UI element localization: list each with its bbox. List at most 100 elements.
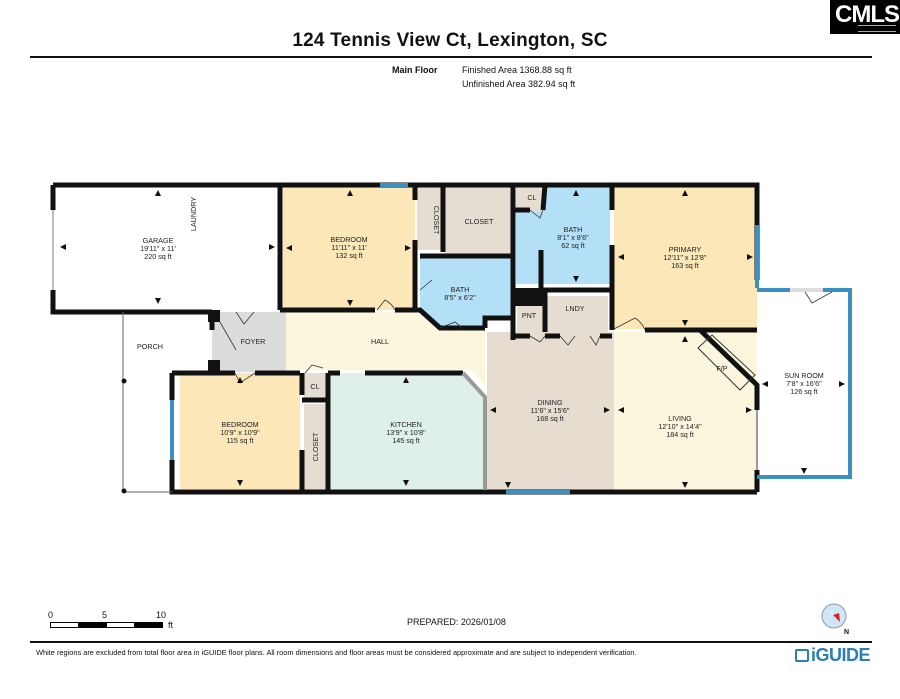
dining-area xyxy=(487,332,614,490)
closet-v1-area xyxy=(417,186,442,250)
svg-text:BATH: BATH xyxy=(451,285,470,294)
scale-bar: 0 5 10 ft xyxy=(48,610,188,635)
porch-outline xyxy=(122,312,172,493)
foyer-wall-block xyxy=(208,310,220,322)
closet-v2-label: CLOSET xyxy=(311,432,320,461)
svg-text:163 sq ft: 163 sq ft xyxy=(671,261,699,270)
living-label: LIVING 12'10" x 14'4" 184 sq ft xyxy=(658,414,702,439)
windows xyxy=(170,183,759,494)
sunroom-screens xyxy=(757,288,852,479)
unfinished-area: Unfinished Area 382.94 sq ft xyxy=(462,79,576,89)
svg-text:KITCHEN: KITCHEN xyxy=(390,420,422,429)
svg-text:12'10" x 14'4": 12'10" x 14'4" xyxy=(658,422,702,431)
svg-text:12'11" x 12'8": 12'11" x 12'8" xyxy=(664,253,707,262)
cl-top-label: CL xyxy=(527,193,536,202)
scale-unit: ft xyxy=(168,620,174,630)
cmls-logo: CMLS xyxy=(830,0,900,34)
svg-text:62 sq ft: 62 sq ft xyxy=(561,241,585,250)
svg-text:8'5" x 6'2": 8'5" x 6'2" xyxy=(444,293,476,302)
footer-divider xyxy=(30,641,872,643)
svg-text:115 sq ft: 115 sq ft xyxy=(226,436,253,445)
primary-label: PRIMARY 12'11" x 12'8" 163 sq ft xyxy=(664,245,707,270)
scale-label-5: 5 xyxy=(102,610,108,620)
logo-text: CMLS xyxy=(835,1,900,28)
svg-text:10'9" x 10'9": 10'9" x 10'9" xyxy=(220,428,260,437)
foyer-label: FOYER xyxy=(241,337,266,346)
core-wall-block xyxy=(513,288,545,306)
walls xyxy=(50,182,760,495)
bedroom2-area xyxy=(180,373,300,489)
closet-v2-area xyxy=(304,404,326,490)
svg-text:SUN ROOM: SUN ROOM xyxy=(784,371,824,380)
svg-text:184 sq ft: 184 sq ft xyxy=(666,430,694,439)
scale-segment xyxy=(50,622,79,628)
laundry-label: LAUNDRY xyxy=(189,197,198,231)
closet-v1-label: CLOSET xyxy=(432,206,441,235)
svg-text:19'11" x 11': 19'11" x 11' xyxy=(140,244,176,253)
porch-label: PORCH xyxy=(137,342,163,351)
svg-text:11'11" x 11': 11'11" x 11' xyxy=(331,243,367,252)
bedroom1-label: BEDROOM 11'11" x 11' 132 sq ft xyxy=(330,235,367,260)
closet-main-label: CLOSET xyxy=(465,217,494,226)
foyer-wall-block-2 xyxy=(208,360,220,374)
cl-mid-label: CL xyxy=(310,382,319,391)
iguide-logo: iGUIDE xyxy=(795,645,871,666)
svg-text:BATH: BATH xyxy=(564,225,583,234)
primary-area xyxy=(614,186,757,329)
iguide-brand-text: iGUIDE xyxy=(811,645,871,665)
garage-area xyxy=(53,186,277,309)
bedroom2-label: BEDROOM 10'9" x 10'9" 115 sq ft xyxy=(220,420,260,445)
scale-segment xyxy=(106,622,135,628)
cl-mid-area xyxy=(304,373,326,401)
kitchen-area xyxy=(330,373,483,490)
svg-text:168 sq ft: 168 sq ft xyxy=(536,414,564,423)
disclaimer-text: White regions are excluded from total fl… xyxy=(36,648,637,657)
kitchen-label: KITCHEN 13'9" x 10'8" 145 sq ft xyxy=(386,420,426,445)
finished-area: Finished Area 1368.88 sq ft xyxy=(462,65,572,75)
hall-label: HALL xyxy=(371,337,389,346)
garage-label: GARAGE 19'11" x 11' 220 sq ft xyxy=(140,236,176,261)
prepared-date: PREPARED: 2026/01/08 xyxy=(407,617,506,627)
pnt-label: PNT xyxy=(522,311,537,320)
svg-text:220 sq ft: 220 sq ft xyxy=(144,252,172,261)
svg-text:126 sq ft: 126 sq ft xyxy=(790,387,818,396)
logo-subtitle-lines xyxy=(858,25,896,32)
bath1-label: BATH 8'1" x 8'6" 62 sq ft xyxy=(557,225,589,250)
bath2-label: BATH 8'5" x 6'2" xyxy=(444,285,476,302)
scale-label-10: 10 xyxy=(156,610,167,620)
scale-segment xyxy=(78,622,107,628)
svg-text:11'6" x 15'6": 11'6" x 15'6" xyxy=(531,406,570,415)
lndy-label: LNDY xyxy=(565,304,584,313)
closet-main-area xyxy=(445,186,513,254)
svg-text:BEDROOM: BEDROOM xyxy=(330,235,367,244)
sunroom-label: SUN ROOM 7'8" x 16'6" 126 sq ft xyxy=(784,371,824,396)
dining-label: DINING 11'6" x 15'6" 168 sq ft xyxy=(531,398,570,423)
bath2-area xyxy=(420,258,513,326)
porch-post xyxy=(121,378,127,384)
scale-segment xyxy=(134,622,163,628)
fireplace-label: F/P xyxy=(716,364,727,373)
hall-area xyxy=(286,312,485,386)
scale-label-0: 0 xyxy=(48,610,54,620)
svg-text:PRIMARY: PRIMARY xyxy=(669,245,702,254)
compass-icon: N xyxy=(821,603,849,636)
svg-text:13'9" x 10'8": 13'9" x 10'8" xyxy=(386,428,426,437)
svg-text:8'1" x 8'6": 8'1" x 8'6" xyxy=(557,233,589,242)
foyer-area xyxy=(212,312,286,372)
floor-label: Main Floor xyxy=(392,65,438,75)
porch-post-2 xyxy=(121,488,127,494)
svg-text:DINING: DINING xyxy=(537,398,563,407)
fireplace xyxy=(697,334,756,391)
svg-text:GARAGE: GARAGE xyxy=(143,236,174,245)
property-address-title: 124 Tennis View Ct, Lexington, SC xyxy=(292,30,608,51)
bedroom1-area xyxy=(283,186,415,310)
kitchen-counter xyxy=(461,371,487,490)
dimension-markers xyxy=(60,190,845,488)
pnt-area xyxy=(517,306,543,336)
svg-text:7'8" x 16'6": 7'8" x 16'6" xyxy=(786,379,822,388)
compass-north-label: N xyxy=(844,629,849,636)
lndy-area xyxy=(546,296,608,334)
svg-text:BEDROOM: BEDROOM xyxy=(221,420,258,429)
iguide-camera-icon xyxy=(795,649,809,662)
